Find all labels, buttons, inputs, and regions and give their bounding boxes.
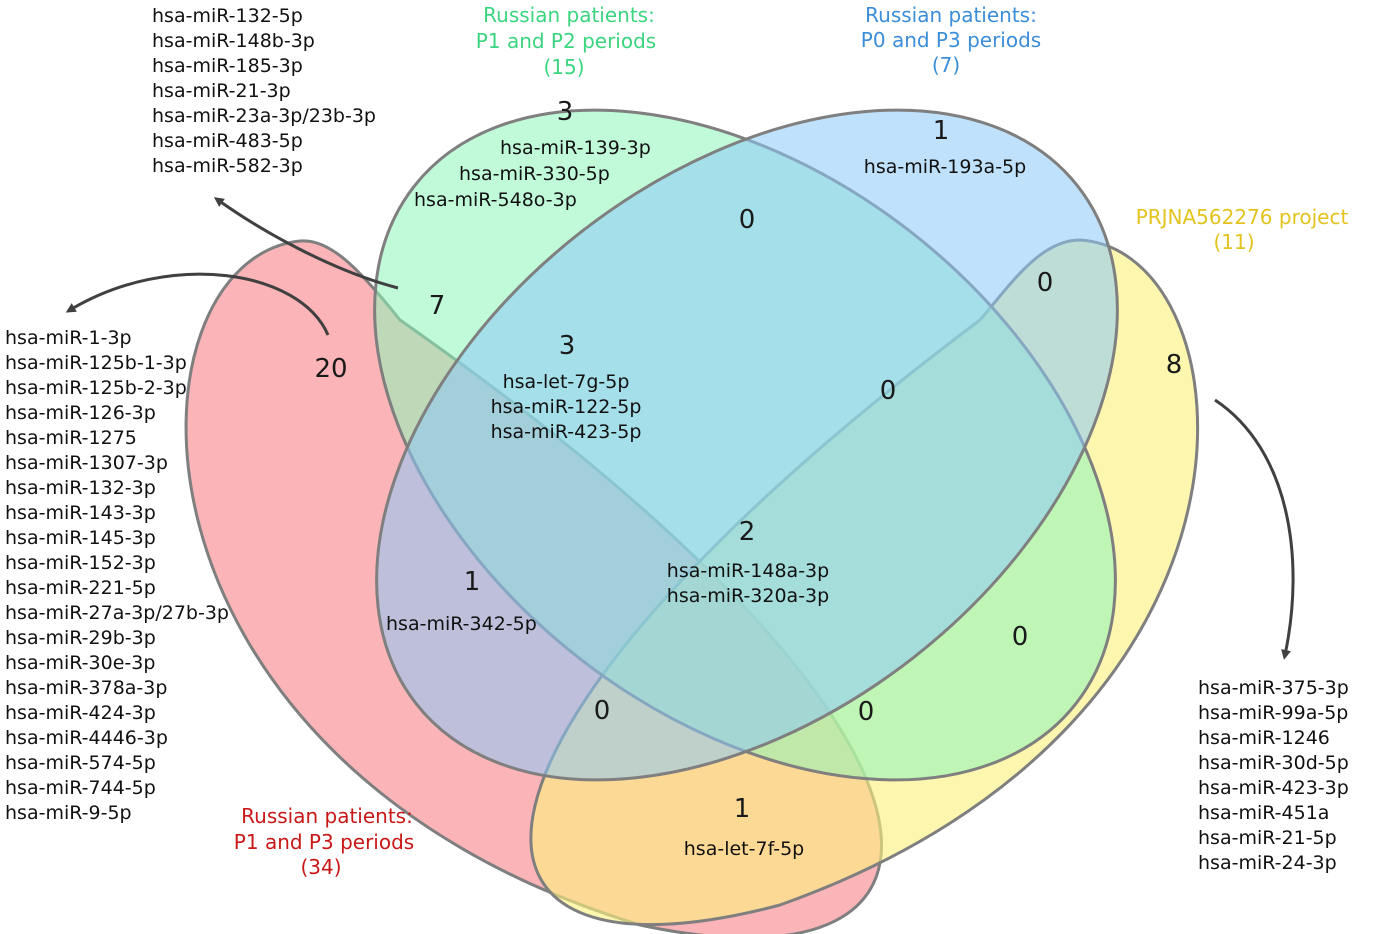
region-ac-items: hsa-miR-342-5p (386, 613, 537, 635)
mirna-list-item: hsa-miR-375-3p (1198, 677, 1349, 699)
mirna-label: hsa-miR-193a-5p (864, 156, 1026, 178)
mirna-label: hsa-miR-330-5p (459, 163, 610, 185)
set-b-name-line1: Russian patients: (483, 3, 655, 27)
region-bc-count: 0 (739, 205, 756, 235)
set-d-size: (11) (1213, 230, 1254, 254)
mirna-list-item: hsa-miR-132-3p (5, 477, 156, 499)
set-c-name-line2: P0 and P3 periods (861, 28, 1041, 52)
mirna-list-item: hsa-miR-483-5p (152, 130, 303, 152)
region-ad-items: hsa-let-7f-5p (684, 838, 804, 860)
mirna-list-item: hsa-miR-451a (1198, 802, 1329, 824)
set-c-shape (375, 108, 1119, 782)
mirna-list-item: hsa-miR-423-3p (1198, 777, 1349, 799)
region-acd-count: 0 (594, 696, 611, 726)
set-c-size: (7) (932, 53, 960, 77)
mirna-label: hsa-miR-548o-3p (414, 189, 577, 211)
mirna-list-item: hsa-miR-152-3p (5, 552, 156, 574)
set-a-label: Russian patients: P1 and P3 periods (34) (234, 804, 414, 879)
mirna-list-item: hsa-miR-30d-5p (1198, 752, 1349, 774)
region-abd-count: 0 (858, 697, 875, 727)
mirna-list-item: hsa-miR-1246 (1198, 727, 1330, 749)
mirna-list-item: hsa-miR-125b-1-3p (5, 352, 187, 374)
mirna-list-item: hsa-miR-27a-3p/27b-3p (5, 602, 229, 624)
mirna-list-item: hsa-miR-145-3p (5, 527, 156, 549)
arrow-d-to-list (1214, 398, 1295, 660)
mirna-list-item: hsa-miR-30e-3p (5, 652, 155, 674)
set-d-label: PRJNA562276 project (11) (1136, 205, 1349, 254)
set-b-name-line2: P1 and P2 periods (476, 29, 656, 53)
region-abc-items: hsa-let-7g-5p hsa-miR-122-5p hsa-miR-423… (491, 371, 642, 443)
mirna-list-item: hsa-miR-9-5p (5, 802, 132, 824)
region-bd-count: 0 (1012, 622, 1029, 652)
region-d-only-count: 8 (1166, 350, 1183, 380)
mirna-list-item: hsa-miR-1307-3p (5, 452, 168, 474)
list-a-only-mirnas: hsa-miR-1-3p hsa-miR-125b-1-3p hsa-miR-125… (5, 327, 229, 824)
mirna-list-item: hsa-miR-582-3p (152, 155, 303, 177)
mirna-list-item: hsa-miR-424-3p (5, 702, 156, 724)
mirna-list-item: hsa-miR-221-5p (5, 577, 156, 599)
list-d-only-mirnas: hsa-miR-375-3p hsa-miR-99a-5p hsa-miR-1246… (1198, 677, 1349, 874)
set-b-size: (15) (543, 55, 584, 79)
set-a-size: (34) (300, 855, 341, 879)
mirna-label: hsa-miR-320a-3p (667, 585, 829, 607)
region-cd-count: 0 (1037, 268, 1054, 298)
region-c-only-items: hsa-miR-193a-5p (864, 156, 1026, 178)
list-ab-mirnas: hsa-miR-132-5p hsa-miR-148b-3p hsa-miR-185… (152, 5, 376, 177)
arrow-ab-to-list (213, 197, 399, 290)
mirna-list-item: hsa-miR-29b-3p (5, 627, 156, 649)
mirna-list-item: hsa-miR-21-5p (1198, 827, 1337, 849)
arrow-a-to-list (65, 272, 330, 336)
mirna-list-item: hsa-miR-126-3p (5, 402, 156, 424)
mirna-label: hsa-miR-139-3p (500, 137, 651, 159)
mirna-label: hsa-miR-342-5p (386, 613, 537, 635)
region-ac-count: 1 (464, 567, 481, 597)
region-c-only-count: 1 (933, 116, 950, 146)
mirna-list-item: hsa-miR-378a-3p (5, 677, 167, 699)
region-abc-count: 3 (559, 331, 576, 361)
mirna-list-item: hsa-miR-99a-5p (1198, 702, 1348, 724)
mirna-label: hsa-miR-148a-3p (667, 560, 829, 582)
mirna-list-item: hsa-miR-23a-3p/23b-3p (152, 105, 376, 127)
mirna-list-item: hsa-miR-148b-3p (152, 30, 315, 52)
set-c-name-line1: Russian patients: (865, 3, 1037, 27)
mirna-list-item: hsa-miR-24-3p (1198, 852, 1337, 874)
mirna-list-item: hsa-miR-574-5p (5, 752, 156, 774)
region-b-only-count: 3 (557, 97, 574, 127)
mirna-label: hsa-miR-423-5p (491, 421, 642, 443)
mirna-list-item: hsa-miR-4446-3p (5, 727, 168, 749)
mirna-list-item: hsa-miR-1-3p (5, 327, 132, 349)
mirna-list-item: hsa-miR-143-3p (5, 502, 156, 524)
region-abcd-items: hsa-miR-148a-3p hsa-miR-320a-3p (667, 560, 829, 607)
region-ad-count: 1 (734, 794, 751, 824)
set-c-label: Russian patients: P0 and P3 periods (7) (861, 3, 1041, 77)
region-b-only-items: hsa-miR-139-3p hsa-miR-330-5p hsa-miR-54… (414, 137, 651, 211)
mirna-label: hsa-miR-122-5p (491, 396, 642, 418)
mirna-list-item: hsa-miR-1275 (5, 427, 137, 449)
mirna-list-item: hsa-miR-744-5p (5, 777, 156, 799)
set-b-label: Russian patients: P1 and P2 periods (15) (476, 3, 656, 79)
set-d-name: PRJNA562276 project (1136, 205, 1349, 229)
set-a-name-line1: Russian patients: (241, 804, 413, 828)
mirna-label: hsa-let-7g-5p (503, 371, 630, 393)
set-a-name-line2: P1 and P3 periods (234, 830, 414, 854)
region-ab-count: 7 (429, 291, 446, 321)
region-abcd-count: 2 (739, 517, 756, 547)
region-bcd-count: 0 (880, 376, 897, 406)
mirna-list-item: hsa-miR-21-3p (152, 80, 291, 102)
mirna-list-item: hsa-miR-185-3p (152, 55, 303, 77)
mirna-list-item: hsa-miR-132-5p (152, 5, 303, 27)
mirna-list-item: hsa-miR-125b-2-3p (5, 377, 187, 399)
region-a-only-count: 20 (314, 354, 347, 384)
mirna-label: hsa-let-7f-5p (684, 838, 804, 860)
